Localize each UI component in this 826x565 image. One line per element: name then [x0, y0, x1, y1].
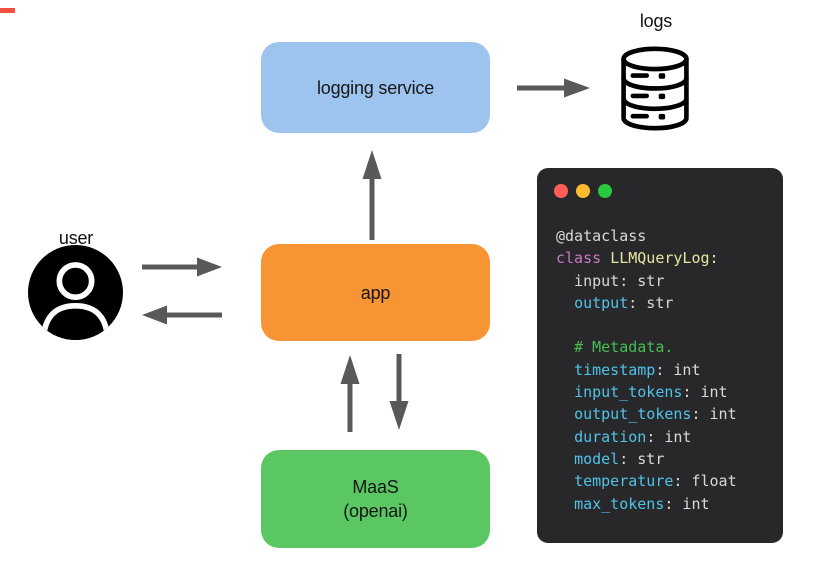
code-token: : float — [673, 472, 737, 491]
code-token: class — [556, 249, 611, 268]
code-token — [556, 338, 574, 356]
code-token: : str — [628, 293, 674, 312]
close-button-icon — [554, 184, 568, 198]
app-label: app — [360, 282, 391, 303]
code-token — [556, 428, 574, 446]
code-token — [556, 495, 574, 513]
code-line: temperature: float — [556, 470, 777, 492]
code-token: LLMQueryLog: — [610, 249, 719, 268]
code-token: : int — [691, 405, 737, 424]
code-line — [556, 314, 777, 336]
code-line: input_tokens: int — [556, 381, 777, 403]
arrow-logging-service-to-logs — [517, 78, 590, 98]
logging-service-box: logging service — [261, 42, 490, 133]
code-token: duration — [574, 427, 647, 446]
code-token: timestamp — [574, 360, 656, 379]
code-line: max_tokens: int — [556, 493, 777, 515]
code-line: class LLMQueryLog: — [556, 247, 777, 269]
code-token — [556, 450, 574, 468]
code-token: input_tokens — [574, 383, 683, 402]
zoom-button-icon — [598, 184, 612, 198]
code-token: : int — [655, 360, 701, 379]
minimize-button-icon — [576, 184, 590, 198]
logs-database-icon — [621, 46, 689, 131]
code-token: max_tokens — [574, 494, 665, 513]
arrow-app-to-user — [142, 305, 222, 325]
code-token — [556, 361, 574, 379]
code-token — [556, 405, 574, 423]
window-controls — [554, 184, 612, 198]
maas-label: MaaS — [352, 477, 399, 497]
user-icon — [28, 245, 123, 340]
logs-label: logs — [639, 11, 673, 31]
code-token: : int — [646, 427, 692, 446]
code-line: output: str — [556, 292, 777, 314]
arrow-user-to-app — [142, 257, 222, 277]
code-token: temperature — [574, 472, 674, 491]
logging-service-label: logging service — [316, 77, 435, 98]
code-token: : int — [664, 494, 710, 513]
code-line: @dataclass — [556, 225, 777, 247]
code-line: input: str — [556, 270, 777, 292]
code-token: @dataclass — [556, 227, 647, 245]
code-line: duration: int — [556, 426, 777, 448]
code-line: output_tokens: int — [556, 403, 777, 425]
user-label: user — [58, 228, 94, 248]
maas-box: MaaS (openai) — [261, 450, 490, 548]
code-token: output — [574, 293, 629, 312]
code-line: timestamp: int — [556, 359, 777, 381]
code-token: input: str — [556, 271, 665, 290]
arrow-app-to-logging-service — [362, 150, 382, 240]
code-token — [556, 472, 574, 490]
slide-accent-dash — [0, 8, 15, 13]
code-token — [556, 294, 574, 312]
code-token: model — [574, 449, 620, 468]
maas-sublabel: (openai) — [343, 501, 408, 521]
arrow-maas-to-app — [340, 355, 360, 432]
code-token: # Metadata. — [574, 338, 674, 357]
code-token: : int — [682, 383, 728, 402]
code-line: model: str — [556, 448, 777, 470]
code-line: # Metadata. — [556, 336, 777, 358]
app-box: app — [261, 244, 490, 341]
arrow-app-to-maas — [389, 354, 409, 430]
code-token — [556, 383, 574, 401]
code-token: : str — [619, 449, 665, 468]
code-token: output_tokens — [574, 405, 692, 424]
